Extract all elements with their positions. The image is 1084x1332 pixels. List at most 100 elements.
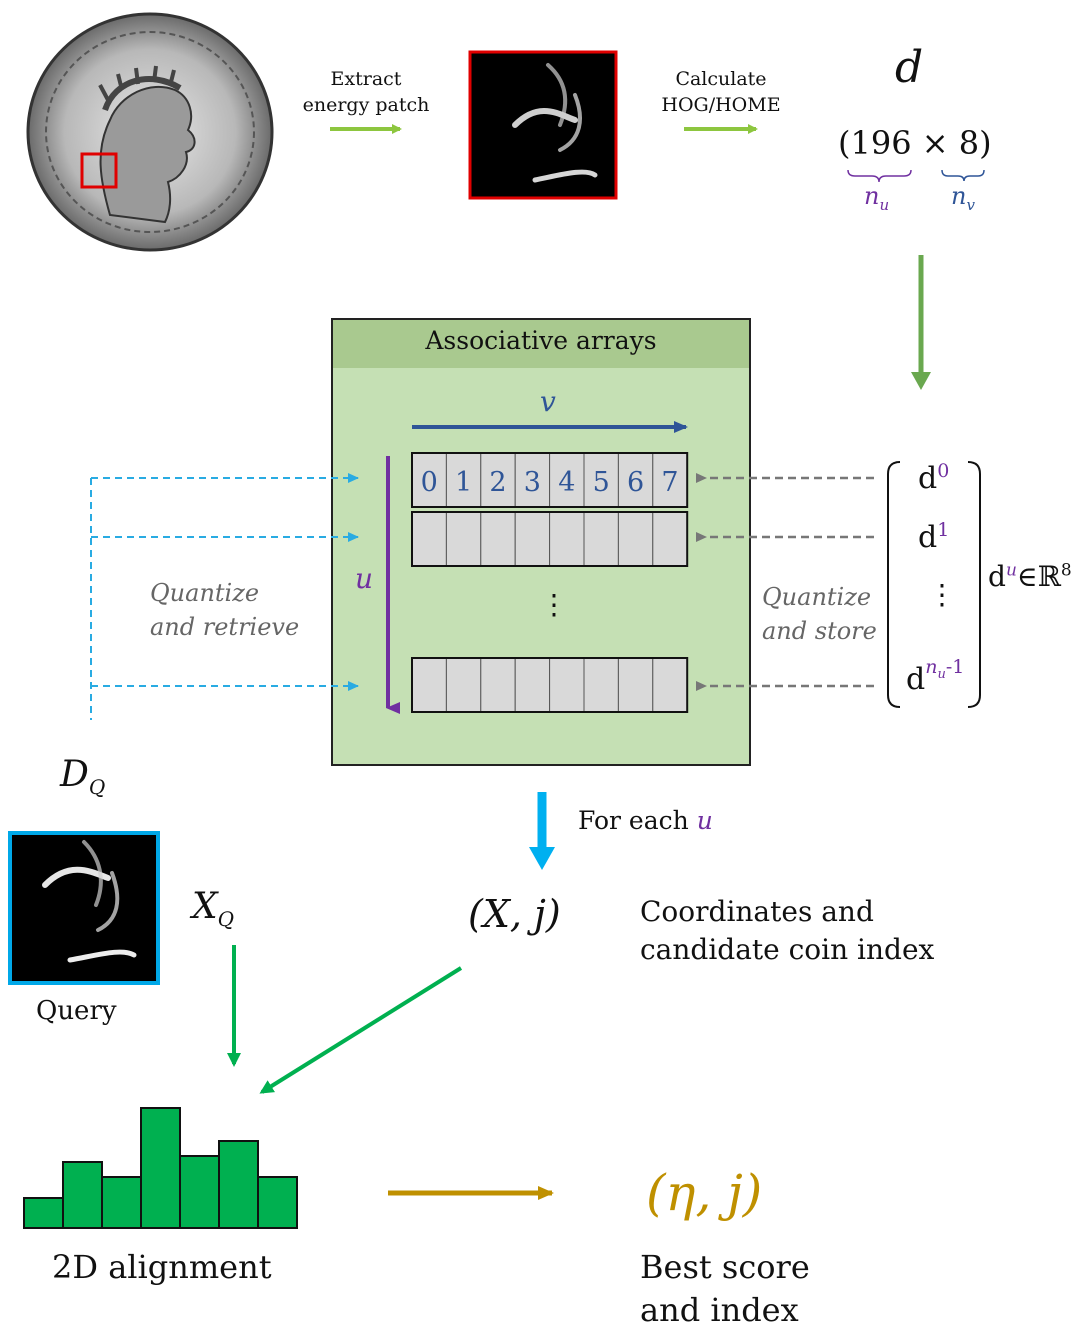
nv-letter: n [951,182,967,210]
dlast-sup-n: n [925,656,938,678]
extract-step-label: Extract energy patch [300,66,432,118]
array-cell [549,511,585,567]
nv-label: nv [951,182,975,214]
array-cell [445,511,482,567]
array-cell [652,657,688,713]
store-connectors [696,473,874,691]
alignment-label: 2D alignment [52,1248,272,1286]
array-row-outline [411,511,689,567]
array-cell [617,657,654,713]
nu-brace [847,169,912,183]
dq-label: DQ [60,754,105,799]
query-label: Query [36,996,117,1026]
space-real-symbol: ∈ℝ [1016,560,1061,593]
xj-arrow [259,966,463,1094]
for-each-text: For each [578,806,697,835]
dq-letter: D [60,754,89,795]
coords-label: Coordinates and candidate coin index [640,893,934,969]
array-cell [652,452,688,508]
extract-label-line1: Extract [330,68,402,90]
xq-subscript: Q [217,907,235,932]
d1-superscript: 1 [937,519,950,541]
for-each-label: For each u [578,806,713,835]
array-cell [445,657,482,713]
for-each-var: u [696,806,713,835]
nu-label: nu [864,182,889,214]
array-row-outline [411,657,689,713]
array-cell [480,657,516,713]
space-dim: 8 [1060,560,1072,581]
dlast-sup-tail: -1 [945,656,965,678]
xq-label: XQ [192,886,234,931]
array-index-label: 3 [524,467,541,498]
d1-letter: d [918,520,938,555]
histogram-bar [257,1176,298,1229]
rows-ellipsis: ⋮ [540,588,568,621]
histogram-bar [101,1176,142,1229]
energy-patch-image [468,50,618,200]
xq-letter: X [192,886,218,927]
descriptor-symbol: d [895,42,924,93]
array-index-label: 7 [661,467,678,498]
dlast-sup-u: u [937,666,946,682]
array-cell [514,657,551,713]
coords-line1: Coordinates and [640,895,874,928]
eta-j-label: (η, j) [646,1164,763,1222]
array-index-label: 1 [455,467,472,498]
array-index-label: 4 [558,467,575,498]
vector-left-bracket [887,461,901,708]
vector-entry-dlast: dnu-1 [906,656,964,698]
xj-label: (X, j) [468,892,561,936]
array-cell [411,657,447,713]
panel-title: Associative arrays [425,326,657,355]
retrieve-connectors [90,473,359,720]
quantize-retrieve-line1: Quantize [150,579,260,607]
calculate-step-label: Calculate HOG/HOME [648,66,794,118]
vector-entry-d0: d0 [918,460,949,496]
alignment-histogram [23,1107,298,1229]
array-cell [411,511,447,567]
calculate-label-line1: Calculate [675,68,767,90]
array-cell [549,657,585,713]
array-cell [652,511,688,567]
space-sup-u: u [1005,560,1017,581]
quantize-store-line2: and store [762,617,877,645]
array-cell [514,511,551,567]
d0-letter: d [918,461,938,496]
best-score-label: Best score and index [640,1246,810,1332]
patch-highlight-box [80,152,118,189]
coin-image [26,12,274,252]
u-axis-label: u [355,562,374,595]
space-d-letter: d [988,560,1006,593]
quantize-retrieve-label: Quantize and retrieve [150,576,299,644]
histogram-bar [23,1197,64,1229]
coords-line2: candidate coin index [640,933,935,966]
vector-entry-d1: d1 [918,519,949,555]
array-index-label: 0 [421,467,438,498]
descriptor-dims: (196 × 8) [838,124,992,162]
nv-subscript: v [966,195,975,214]
histogram-bar [179,1155,220,1229]
v-axis-label: v [540,385,556,418]
quantize-store-label: Quantize and store [762,580,877,648]
quantize-retrieve-line2: and retrieve [150,613,300,641]
dq-subscript: Q [88,775,106,800]
array-cell [549,452,585,508]
dlast-letter: d [906,662,926,697]
vector-space-label: du∈ℝ8 [988,560,1072,593]
d0-superscript: 0 [937,460,950,482]
quantize-store-line1: Quantize [762,583,872,611]
array-cell [617,511,654,567]
vector-ellipsis: ⋮ [928,578,956,611]
extract-label-line2: energy patch [302,94,430,116]
array-index-label: 5 [593,467,610,498]
vector-right-bracket [967,461,981,708]
array-cell [583,511,619,567]
query-patch-image [8,831,160,985]
array-index-label: 6 [627,467,644,498]
array-row-outline [411,452,689,508]
array-cell [480,511,516,567]
best-score-line1: Best score [640,1248,810,1286]
